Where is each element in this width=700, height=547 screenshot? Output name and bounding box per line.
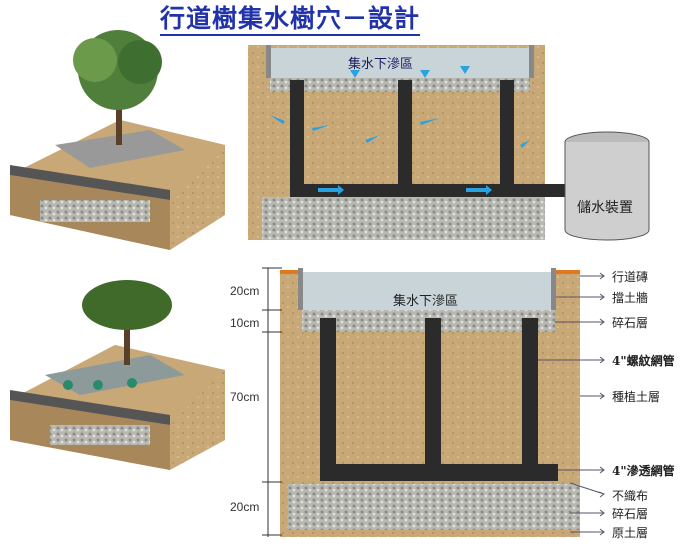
layer-label: 原土層 — [612, 526, 649, 540]
dimension-label: 20cm — [230, 284, 260, 298]
layer-label: 碎石層 — [612, 507, 649, 521]
section-diagram-bottom — [262, 267, 606, 537]
page-title: 行道樹集水樹穴－設計 — [160, 4, 421, 36]
zone-label-bottom: 集水下滲區 — [393, 294, 459, 309]
section-diagram-top — [248, 45, 650, 241]
layer-label: 4"螺紋網管 — [612, 354, 675, 368]
leader-lines — [538, 272, 606, 536]
dimension-label: 70cm — [230, 390, 260, 404]
tree-pit-3d-top — [10, 30, 225, 250]
dimension-lines — [262, 267, 282, 537]
dimension-label: 20cm — [230, 500, 260, 514]
layer-label: 擋土牆 — [612, 291, 649, 305]
layer-label: 種植土層 — [612, 390, 661, 404]
dimension-label: 10cm — [230, 316, 260, 330]
storage-tank — [564, 142, 650, 241]
layer-label: 4"滲透網管 — [612, 464, 675, 478]
tank-label: 儲水裝置 — [577, 200, 633, 216]
tree-pit-3d-bottom — [10, 280, 225, 470]
layer-label: 不織布 — [612, 489, 649, 503]
layer-label: 碎石層 — [612, 316, 649, 330]
zone-label-top: 集水下滲區 — [348, 57, 414, 72]
water-flow-arrows — [270, 66, 530, 195]
layer-label: 行道磚 — [612, 270, 649, 284]
